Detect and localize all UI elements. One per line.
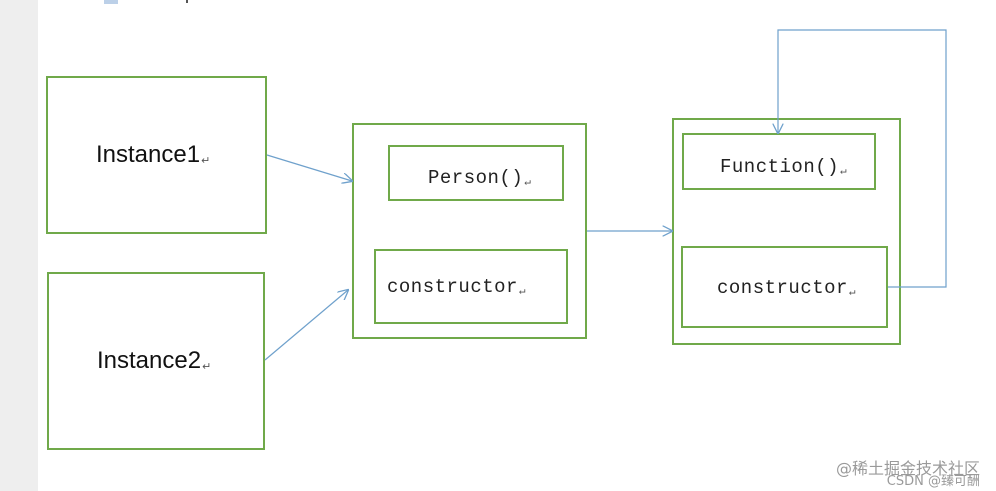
- return-mark: ↵: [848, 287, 857, 299]
- watermark-line1: @稀土掘金技术社区: [835, 459, 980, 478]
- return-mark: ↵: [202, 361, 212, 373]
- return-mark: ↵: [524, 177, 532, 189]
- arrow-instance2-to-person: [264, 290, 348, 361]
- return-mark: ↵: [201, 155, 211, 167]
- return-mark: ↵: [840, 166, 848, 178]
- function-constructor-label: constructor↵: [717, 277, 857, 299]
- arrow-instance1-to-person: [266, 154, 352, 181]
- arrow-function-constructor-loop: [778, 29, 947, 288]
- instance1-box: [46, 76, 267, 234]
- instance2-box: [47, 272, 265, 450]
- person-constructor-label: constructor↵: [387, 276, 527, 298]
- instance2-label: Instance2↵: [97, 347, 212, 374]
- person-name-label: Person()↵: [428, 167, 532, 189]
- function-constructor-box: [681, 246, 888, 328]
- watermark-line2: CSDN @臻可酬: [886, 474, 980, 489]
- top-edge-mark: [104, 0, 118, 4]
- return-mark: ↵: [518, 286, 527, 298]
- person-constructor-box: [374, 249, 568, 324]
- left-gutter: [0, 0, 38, 491]
- function-name-label: Function()↵: [720, 156, 848, 178]
- person-name-box: [388, 145, 564, 201]
- instance1-label: Instance1↵: [96, 141, 211, 168]
- top-edge-tick: [186, 0, 188, 3]
